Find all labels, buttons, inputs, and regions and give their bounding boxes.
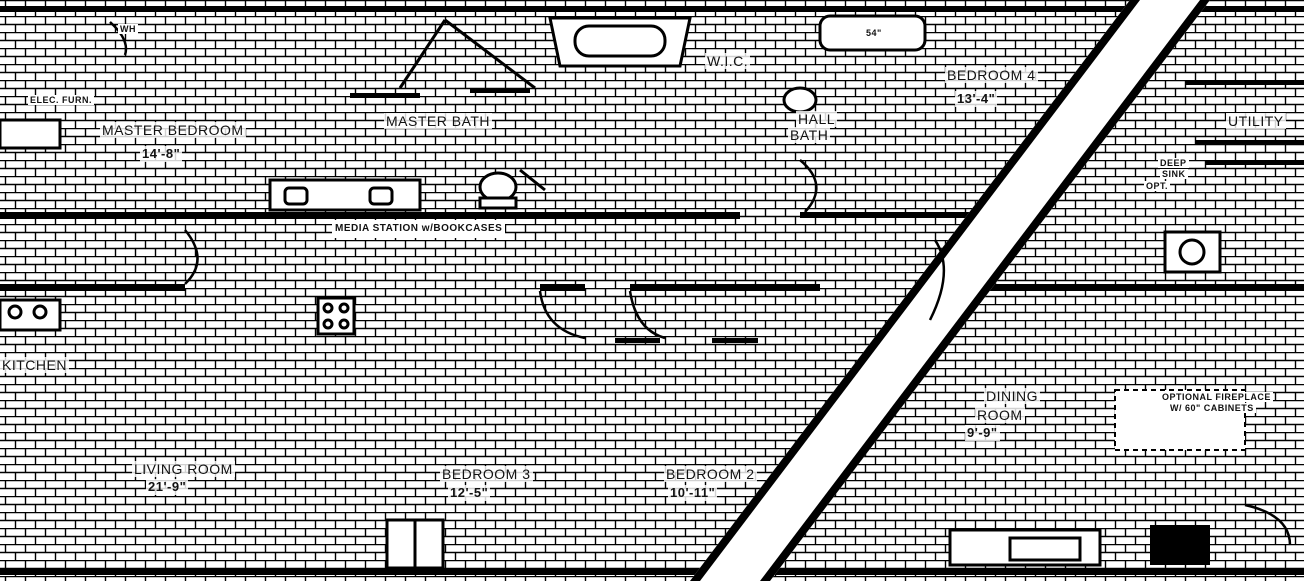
deep-sink-label-3: OPT. <box>1144 181 1171 191</box>
deep-sink-label-1: DEEP <box>1158 158 1189 168</box>
fireplace-note-1: OPTIONAL FIREPLACE <box>1160 392 1273 402</box>
vanity-sinks <box>268 178 422 212</box>
fireplace-note-2: W/ 60" CABINETS <box>1168 403 1256 413</box>
master-bath-label: MASTER BATH <box>384 113 493 129</box>
utility-label: UTILITY <box>1226 113 1286 129</box>
master-bedroom-dim: 14'-8" <box>140 146 183 162</box>
bathtub <box>548 16 692 68</box>
bedroom-2-dim: 10'-11" <box>668 485 718 501</box>
water-heater-label: WH <box>118 24 138 34</box>
master-furnace <box>0 118 62 150</box>
toilet <box>478 86 818 210</box>
shower-lines <box>398 18 546 192</box>
entry-steps <box>948 528 1102 567</box>
master-bedroom-label: MASTER BEDROOM <box>100 122 246 138</box>
bedroom-4-label: BEDROOM 4 <box>945 67 1038 83</box>
bedroom-3-label: BEDROOM 3 <box>440 466 533 482</box>
diagonal-wall-edge-right <box>760 0 1210 581</box>
kitchen-sink <box>0 298 62 332</box>
interior-walls <box>0 80 1304 343</box>
kitchen-label: KITCHEN <box>0 357 69 373</box>
kitchen-stove <box>316 296 356 336</box>
media-station-label: MEDIA STATION w/BOOKCASES <box>332 220 506 238</box>
diagonal-wall <box>690 0 1210 581</box>
tub-size-label: 54" <box>864 28 884 38</box>
living-room-dim: 21'-9" <box>146 479 189 495</box>
hall-bath-label-line2: BATH <box>788 127 831 143</box>
bedroom-2-label: BEDROOM 2 <box>664 466 757 482</box>
diagonal-wall-edge-left <box>690 0 1140 581</box>
washer-dryer <box>1163 230 1222 274</box>
dining-room-dim: 9'-9" <box>965 425 1000 441</box>
deep-sink-label-2: SINK <box>1160 169 1188 179</box>
furnace-label: ELEC. FURN. <box>28 95 95 105</box>
hall-bath-label-line1: HALL <box>796 111 838 127</box>
exterior-walls <box>0 6 1304 575</box>
dining-room-label-line1: DINING <box>984 388 1040 404</box>
exterior-pad <box>1150 525 1210 565</box>
bedroom-3-dim: 12'-5" <box>448 485 491 501</box>
wic-label: W.I.C. <box>705 53 751 69</box>
dining-room-label-line2: ROOM <box>975 407 1025 423</box>
fridge <box>385 518 445 570</box>
door-swings <box>109 21 1292 546</box>
living-room-label: LIVING ROOM <box>132 461 235 477</box>
bedroom-4-dim: 13'-4" <box>955 91 998 107</box>
